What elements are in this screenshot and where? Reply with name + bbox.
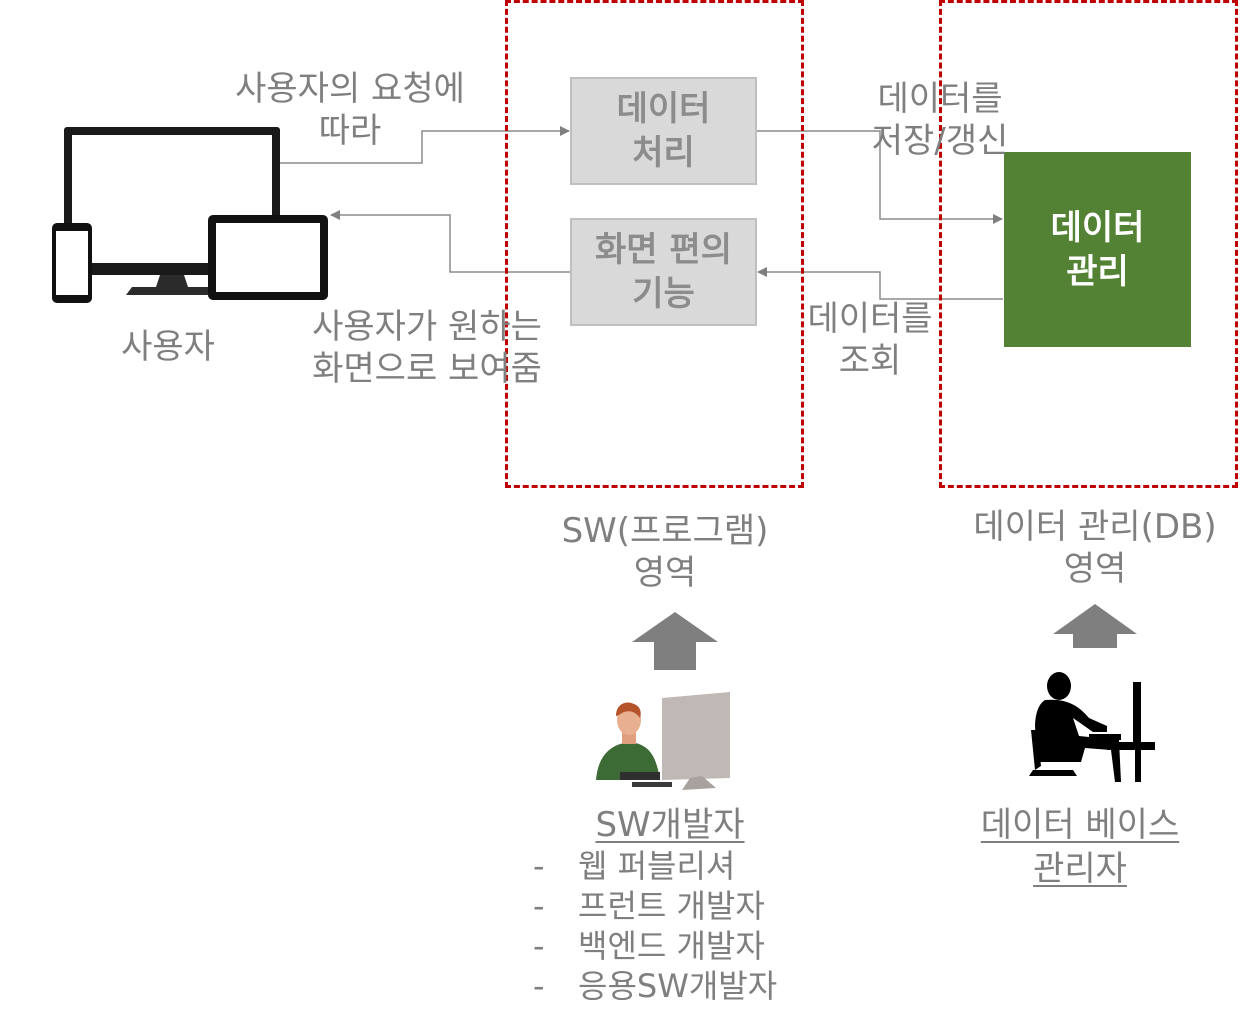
data-management-line-2: 관리 <box>1066 251 1129 292</box>
store-text-line-1: 데이터를 <box>877 79 1003 119</box>
db-admin-title: 데이터 베이스 관리자 <box>955 804 1205 890</box>
role-item: - 프런트 개발자 <box>533 886 833 926</box>
display-text-line-1: 사용자가 원하는 <box>312 307 542 347</box>
sw-region-label: SW(프로그램) 영역 <box>520 510 810 594</box>
sw-developer-title: SW개발자 <box>595 805 745 845</box>
data-management-line-1: 데이터 <box>1050 207 1145 248</box>
ui-convenience-box: 화면 편의 기능 <box>570 218 757 326</box>
sw-region-label-line-1: SW(프로그램) <box>561 511 769 551</box>
db-up-arrow-icon <box>1053 604 1137 648</box>
role-label: 응용SW개발자 <box>578 967 778 1005</box>
request-arrow <box>278 126 570 164</box>
db-admin-title-line-1: 데이터 베이스 <box>980 805 1180 845</box>
store-text: 데이터를 저장/갱신 <box>840 78 1040 162</box>
display-arrow <box>330 210 570 273</box>
db-region-label-line-2: 영역 <box>1063 549 1127 589</box>
request-text-line-2: 따라 <box>318 111 382 151</box>
sw-up-arrow-icon <box>632 612 718 670</box>
data-processing-line-2: 처리 <box>632 133 695 173</box>
data-processing-box: 데이터 처리 <box>570 77 757 185</box>
request-text-line-1: 사용자의 요청에 <box>235 69 465 109</box>
db-region-label: 데이터 관리(DB) 영역 <box>945 506 1245 590</box>
ui-convenience-line-1: 화면 편의 <box>595 230 732 270</box>
role-bullet: - <box>533 847 545 885</box>
user-label: 사용자 <box>121 327 215 367</box>
role-item: - 웹 퍼블리셔 <box>533 846 833 886</box>
query-text-line-2: 조회 <box>838 341 902 381</box>
query-text-line-1: 데이터를 <box>807 299 933 339</box>
request-text: 사용자의 요청에 따라 <box>205 68 495 152</box>
display-text: 사용자가 원하는 화면으로 보여줌 <box>292 306 562 390</box>
role-label: 백엔드 개발자 <box>578 927 765 965</box>
sw-region-border <box>505 0 804 488</box>
ui-convenience-line-2: 기능 <box>632 274 695 314</box>
db-admin-title-line-2: 관리자 <box>1033 849 1127 889</box>
role-label: 웹 퍼블리셔 <box>578 847 736 885</box>
data-management-box: 데이터 관리 <box>1004 152 1191 347</box>
developer-illustration-icon <box>596 692 730 790</box>
store-text-line-2: 저장/갱신 <box>871 121 1009 161</box>
sw-developer-role-list: - 웹 퍼블리셔 - 프런트 개발자 - 백엔드 개발자 - 응용SW개발자 <box>533 846 833 1006</box>
role-item: - 백엔드 개발자 <box>533 926 833 966</box>
db-region-label-line-1: 데이터 관리(DB) <box>973 507 1217 547</box>
role-item: - 응용SW개발자 <box>533 966 833 1006</box>
data-processing-line-1: 데이터 <box>616 89 711 129</box>
display-text-line-2: 화면으로 보여줌 <box>312 349 542 389</box>
role-label: 프런트 개발자 <box>578 887 765 925</box>
db-region-border <box>939 0 1238 488</box>
role-bullet: - <box>533 927 545 965</box>
db-admin-silhouette-icon <box>1029 672 1155 782</box>
query-text: 데이터를 조회 <box>790 298 950 382</box>
role-bullet: - <box>533 887 545 925</box>
devices-icon <box>52 127 328 303</box>
role-bullet: - <box>533 967 545 1005</box>
sw-region-label-line-2: 영역 <box>633 553 697 593</box>
